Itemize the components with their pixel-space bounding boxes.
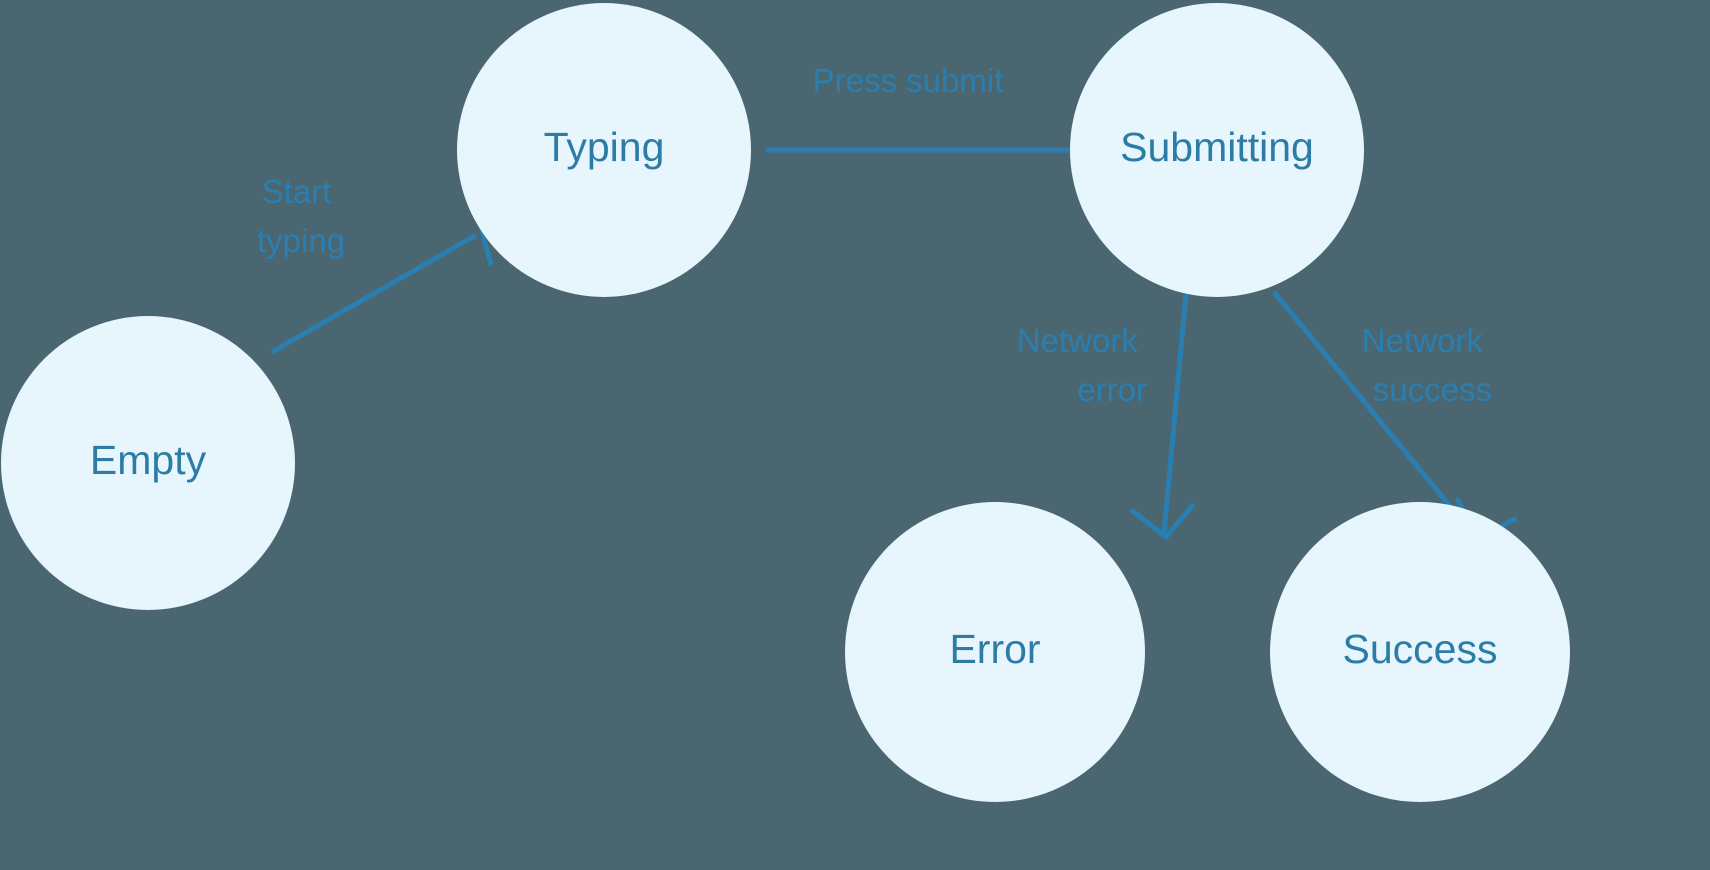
edge-label-line: success (1373, 371, 1492, 408)
node-circle-success (1270, 502, 1570, 802)
node-typing[interactable]: Typing (457, 3, 751, 297)
edge-line-submitting-to-error (1161, 293, 1189, 534)
edge-empty-to-typing[interactable]: Start typing (257, 173, 525, 355)
node-success[interactable]: Success (1270, 502, 1570, 802)
node-label-typing: Typing (544, 124, 665, 170)
node-circle-empty (1, 316, 295, 610)
node-circle-submitting (1070, 3, 1364, 297)
node-circle-error (845, 502, 1145, 802)
node-label-empty: Empty (90, 437, 207, 483)
edge-label-line: Press submit (813, 62, 1004, 99)
edge-label-typing-to-submitting: Press submit (813, 62, 1004, 99)
node-submitting[interactable]: Submitting (1070, 3, 1364, 297)
edge-submitting-to-error[interactable]: Network error (1017, 293, 1197, 541)
edge-label-line: Network (1017, 322, 1139, 359)
edge-label-line: Network (1362, 322, 1484, 359)
node-empty[interactable]: Empty (1, 316, 295, 610)
edge-line-empty-to-typing (270, 232, 478, 355)
edge-label-line: error (1077, 371, 1147, 408)
edge-submitting-to-success[interactable]: Network success (1272, 290, 1518, 547)
node-label-submitting: Submitting (1120, 124, 1314, 170)
edge-label-submitting-to-error: Network error (1017, 322, 1147, 408)
edge-line-submitting-to-success (1272, 290, 1474, 535)
node-circle-typing (457, 3, 751, 297)
node-error[interactable]: Error (845, 502, 1145, 802)
edge-label-line: Start (262, 173, 332, 210)
node-label-error: Error (949, 626, 1040, 672)
edge-label-empty-to-typing: Start typing (257, 173, 345, 259)
arrowhead-submitting-to-error (1129, 502, 1196, 541)
edge-label-line: typing (257, 222, 345, 259)
node-label-success: Success (1343, 626, 1498, 672)
edge-label-submitting-to-success: Network success (1362, 322, 1492, 408)
